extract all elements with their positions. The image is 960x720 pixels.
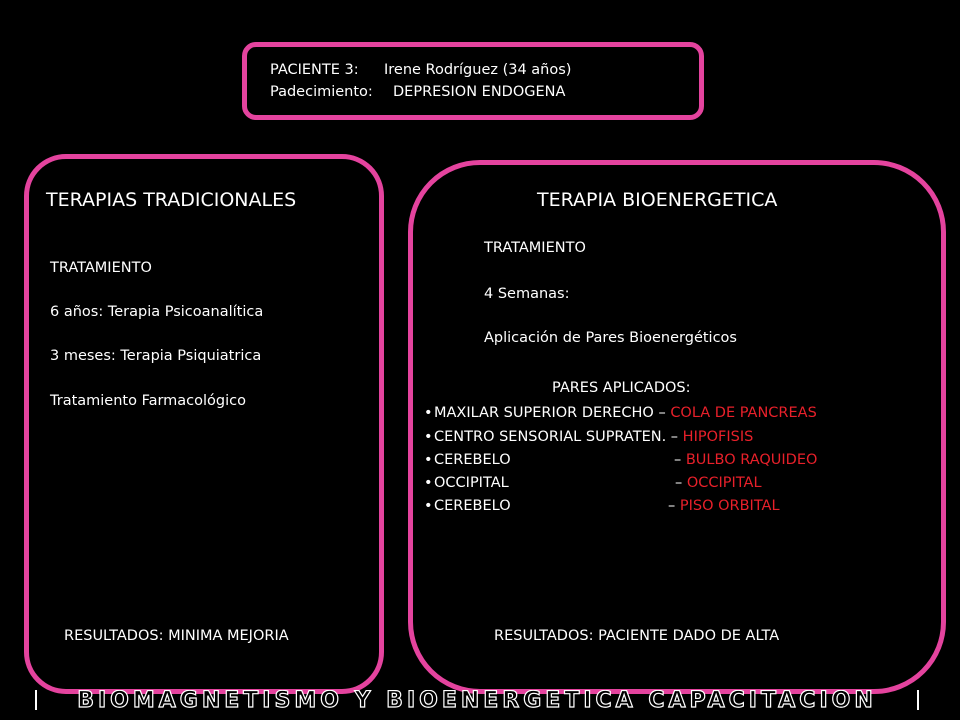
pair-right: BULBO RAQUIDEO <box>685 452 818 468</box>
bioenergetic-results: RESULTADOS: PACIENTE DADO DE ALTA <box>494 628 780 644</box>
pair-item: •CEREBELO – BULBO RAQUIDEO <box>424 451 817 469</box>
bullet-icon: • <box>424 405 433 421</box>
patient-name: Irene Rodríguez (34 años) <box>384 62 572 78</box>
pair-right: OCCIPITAL <box>686 475 762 491</box>
pair-left: OCCIPITAL <box>434 475 509 491</box>
bioenergetic-duration: 4 Semanas: <box>484 286 570 302</box>
patient-label: PACIENTE 3: <box>270 62 359 78</box>
pairs-title: PARES APLICADOS: <box>552 380 691 396</box>
bullet-icon: • <box>424 475 433 491</box>
bioenergetic-application: Aplicación de Pares Bioenergéticos <box>484 330 737 346</box>
traditional-treatment-line: Tratamiento Farmacológico <box>50 393 247 409</box>
pair-separator: – <box>675 475 687 491</box>
traditional-therapies-title: TERAPIAS TRADICIONALES <box>46 189 297 211</box>
pair-item: •MAXILAR SUPERIOR DERECHO – COLA DE PANC… <box>424 404 817 422</box>
patient-info-box <box>242 42 704 120</box>
traditional-treatment-label: TRATAMIENTO <box>50 260 152 276</box>
pair-left: MAXILAR SUPERIOR DERECHO <box>434 405 654 421</box>
pair-item: •CEREBELO – PISO ORBITAL <box>424 497 780 515</box>
pair-separator: – <box>674 452 686 468</box>
pair-right: COLA DE PANCREAS <box>670 405 817 421</box>
traditional-treatment-line: 3 meses: Terapia Psiquiatrica <box>50 348 262 364</box>
footer-title: BIOMAGNETISMO Y BIOENERGETICA CAPACITACI… <box>77 690 877 710</box>
pair-separator: – <box>668 498 680 514</box>
pair-right: HIPOFISIS <box>682 429 754 445</box>
footer-banner: BIOMAGNETISMO Y BIOENERGETICA CAPACITACI… <box>35 690 919 710</box>
traditional-therapies-panel <box>24 154 384 694</box>
traditional-treatment-line: 6 años: Terapia Psicoanalítica <box>50 304 264 320</box>
traditional-results: RESULTADOS: MINIMA MEJORIA <box>64 628 289 644</box>
bioenergetic-therapy-panel <box>408 160 946 694</box>
bullet-icon: • <box>424 429 433 445</box>
bioenergetic-treatment-label: TRATAMIENTO <box>484 240 586 256</box>
pair-separator: – <box>653 405 671 421</box>
bioenergetic-therapy-title: TERAPIA BIOENERGETICA <box>537 189 778 211</box>
condition-label: Padecimiento: <box>270 84 373 100</box>
pair-right: PISO ORBITAL <box>679 498 780 514</box>
bullet-icon: • <box>424 452 433 468</box>
pair-separator: – <box>666 429 683 445</box>
pair-item: •OCCIPITAL – OCCIPITAL <box>424 474 762 492</box>
pair-item: •CENTRO SENSORIAL SUPRATEN. – HIPOFISIS <box>424 428 753 446</box>
condition-value: DEPRESION ENDOGENA <box>393 84 566 100</box>
pair-left: CEREBELO <box>434 498 511 514</box>
pair-left: CENTRO SENSORIAL SUPRATEN. <box>434 429 667 445</box>
pair-left: CEREBELO <box>434 452 511 468</box>
bullet-icon: • <box>424 498 433 514</box>
